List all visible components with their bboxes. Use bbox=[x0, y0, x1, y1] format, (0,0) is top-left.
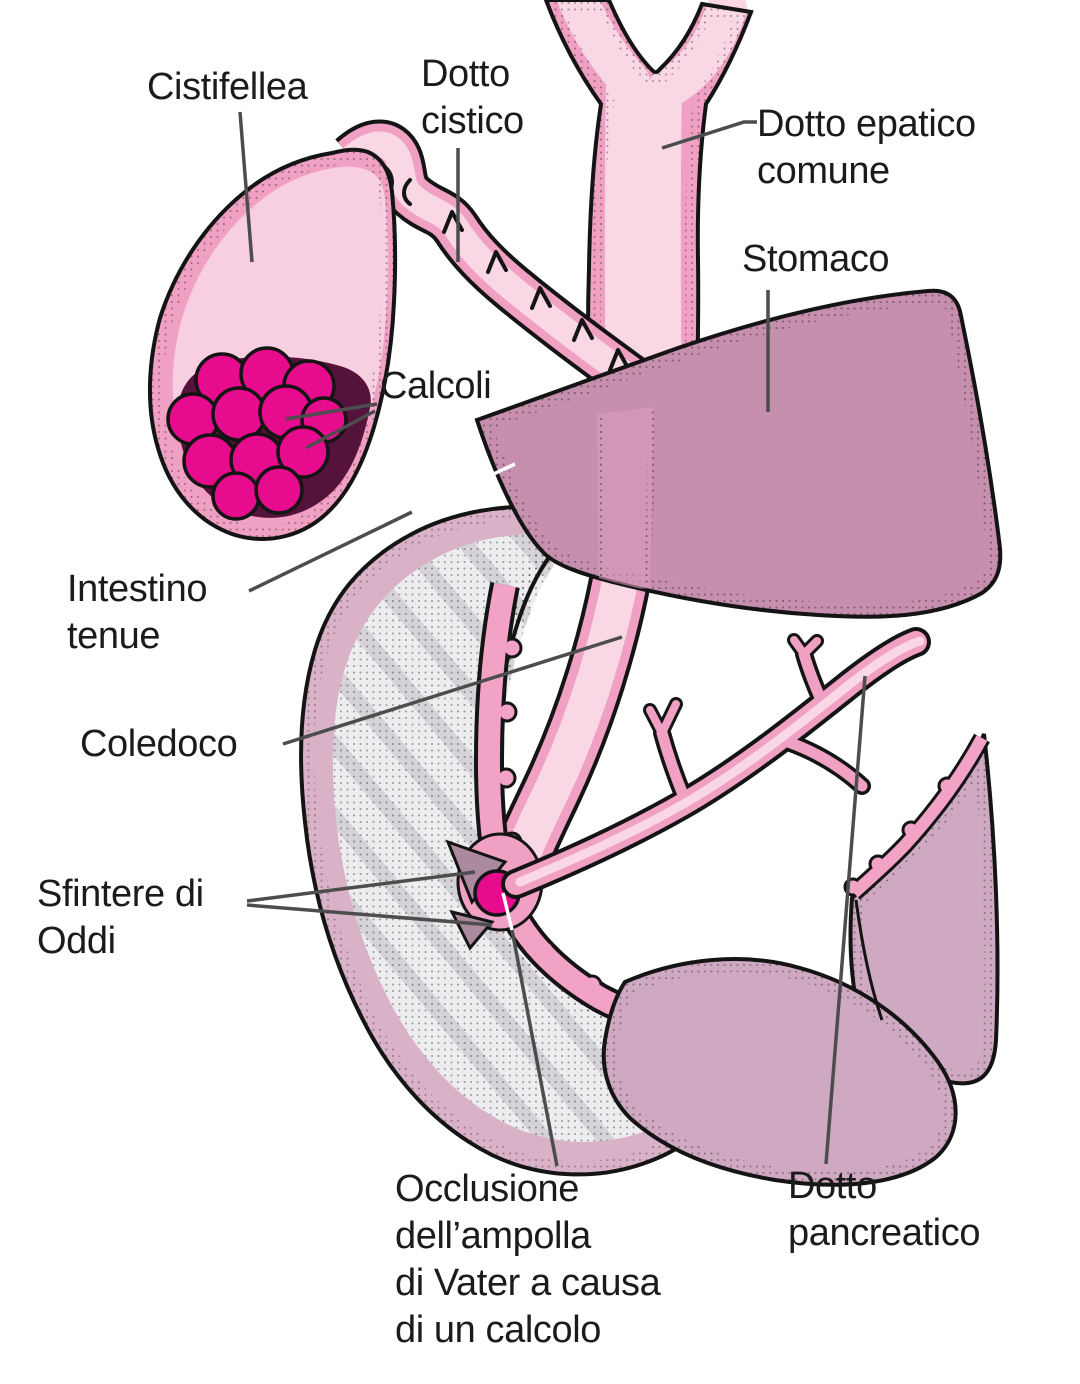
label-occlusione: Occlusione dell’ampolla di Vater a causa… bbox=[395, 1168, 661, 1351]
gallbladder-shape bbox=[147, 147, 398, 541]
leader-intestino bbox=[248, 510, 413, 593]
label-sfintere-di-oddi: Sfintere di Oddi bbox=[37, 873, 204, 962]
pancreas-cut-fringe bbox=[843, 733, 990, 900]
pancreas-shape bbox=[601, 732, 1000, 1187]
label-stomaco: Stomaco bbox=[742, 238, 890, 280]
label-coledoco: Coledoco bbox=[80, 723, 238, 765]
gallstones bbox=[166, 346, 371, 521]
leader-lines bbox=[238, 111, 867, 1167]
leader-cistifellea bbox=[238, 111, 254, 263]
leader-dotto-pancreatico bbox=[824, 675, 867, 1165]
sphincter-of-oddi-shape bbox=[445, 832, 544, 951]
leader-occlusione bbox=[510, 929, 559, 1167]
stomach-shape bbox=[475, 288, 1003, 619]
bile-duct-behind-stomach bbox=[595, 407, 656, 592]
leader-sfintere bbox=[246, 870, 493, 927]
leader-calcoli bbox=[285, 402, 378, 450]
label-dotto-pancreatico: Dotto pancreatico bbox=[788, 1165, 981, 1254]
label-intestino-tenue: Intestino tenue bbox=[67, 568, 208, 657]
label-dotto-epatico: Dotto epatico comune bbox=[757, 103, 976, 192]
label-calcoli: Calcoli bbox=[380, 365, 492, 407]
pancreatic-duct-shape bbox=[501, 627, 931, 899]
label-cistifellea: Cistifellea bbox=[147, 66, 308, 108]
label-dotto-cistico: Dotto cistico bbox=[421, 53, 524, 142]
leader-coledoco bbox=[282, 635, 623, 746]
cystic-duct-shape bbox=[335, 119, 653, 405]
leader-dotto-epatico bbox=[661, 120, 757, 150]
